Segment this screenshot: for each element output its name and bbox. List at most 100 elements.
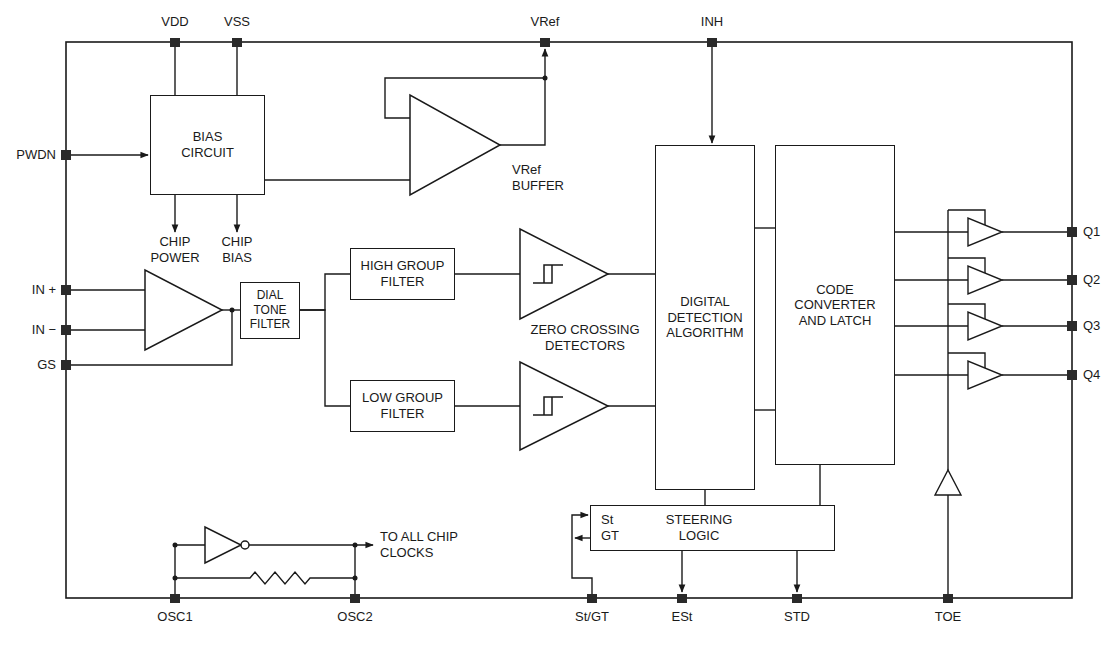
buffer-symbol — [968, 266, 1002, 294]
pin-label: VDD — [161, 14, 188, 30]
pin-label: INH — [701, 14, 723, 30]
text-column: LOW GROUP FILTER — [355, 390, 450, 421]
signal-wire — [71, 47, 1067, 594]
junction-dot — [353, 576, 358, 581]
logic-box: StGT STEERING LOGIC — [590, 505, 835, 551]
pin-label: Q4 — [1083, 367, 1100, 383]
resistor-symbol — [175, 572, 355, 584]
box-text: St — [601, 512, 613, 528]
block-label: VRef BUFFER — [512, 162, 574, 193]
chip-outline — [66, 42, 1072, 598]
text-column: DIAL TONE FILTER — [245, 288, 295, 331]
comparator-symbol — [520, 229, 608, 319]
junction-dot — [173, 576, 178, 581]
pin-label: VSS — [224, 14, 250, 30]
buffer-symbol — [968, 312, 1002, 340]
pin — [792, 594, 802, 603]
junction-dot — [173, 543, 178, 548]
signal-connector — [819, 465, 820, 505]
signal-wire — [455, 273, 520, 274]
box-text: DIAL TONE FILTER — [245, 288, 295, 331]
signal-wire — [354, 545, 355, 594]
inverter-symbol — [205, 527, 249, 563]
hysteresis-symbol — [533, 265, 563, 283]
signal-connector — [300, 274, 350, 310]
pin-label: Q3 — [1083, 318, 1100, 334]
signal-wire — [947, 210, 948, 470]
pin — [1067, 321, 1077, 331]
signal-wire — [175, 545, 205, 594]
pin-label: IN − — [32, 322, 56, 338]
pin — [1067, 370, 1077, 380]
pin — [677, 594, 687, 603]
box-text: DIGITAL DETECTION ALGORITHM — [660, 294, 750, 341]
signal-wire — [608, 405, 655, 406]
junction-dot — [353, 543, 358, 548]
comparator-symbol — [520, 362, 608, 450]
box-text: GT — [601, 528, 619, 544]
signal-wire — [1002, 231, 1067, 232]
pin-label: PWDN — [16, 147, 56, 163]
signal-wire — [572, 515, 592, 594]
pin-label: IN + — [32, 282, 56, 298]
pin-label: TOE — [935, 609, 962, 625]
pin-label: ESt — [672, 609, 693, 625]
junction-dot — [543, 76, 548, 81]
pin — [1067, 275, 1077, 285]
box-text: CODE CONVERTER AND LATCH — [780, 282, 890, 329]
signal-wire — [681, 551, 682, 592]
pin — [61, 325, 71, 335]
signal-connector — [704, 490, 705, 505]
pin — [232, 38, 242, 47]
logic-box: DIGITAL DETECTION ALGORITHM — [655, 145, 755, 490]
pin — [170, 38, 180, 47]
pin-label: Q1 — [1083, 224, 1100, 240]
signal-wire — [895, 279, 968, 280]
hysteresis-symbol — [533, 397, 563, 415]
signal-connector — [755, 409, 775, 410]
signal-wire — [1002, 325, 1067, 326]
signal-wire — [71, 289, 145, 290]
text-column: BIAS CIRCUIT — [173, 129, 243, 160]
signal-wire — [500, 49, 545, 145]
pin — [540, 38, 550, 47]
signal-wire — [895, 374, 968, 375]
resistor-symbol — [175, 572, 355, 584]
buffer-symbol — [968, 218, 1002, 246]
signal-wire — [455, 405, 520, 406]
buffer-symbol — [935, 470, 961, 495]
pin — [943, 594, 953, 603]
signal-wire — [236, 47, 237, 95]
signal-wire — [575, 537, 590, 538]
box-text: LOW GROUP FILTER — [355, 390, 450, 421]
signal-wire — [385, 78, 545, 118]
box-text: STEERING LOGIC — [659, 512, 739, 543]
signal-wire — [1002, 279, 1067, 280]
pin — [61, 285, 71, 295]
signal-connector — [755, 227, 775, 228]
inverter-symbol — [205, 527, 241, 563]
pin — [170, 594, 180, 603]
text-column: HIGH GROUP FILTER — [355, 258, 450, 289]
amplifier-symbol — [410, 95, 500, 195]
signal-wire — [174, 195, 175, 232]
signal-wire — [711, 47, 712, 143]
box-text: BIAS CIRCUIT — [173, 129, 243, 160]
pin-label: VRef — [531, 14, 560, 30]
block-label: ZERO CROSSING DETECTORS — [524, 322, 646, 353]
signal-wire — [265, 179, 410, 180]
signal-wire — [236, 195, 237, 232]
buffer-symbol — [935, 218, 1002, 495]
pin — [61, 38, 1077, 603]
amplifier-symbol — [145, 95, 500, 350]
junction-dot — [173, 76, 548, 581]
signal-label: TO ALL CHIP CLOCKS — [380, 529, 480, 560]
signal-label: CHIP POWER — [147, 234, 203, 265]
pin-label: STD — [784, 609, 810, 625]
signal-wire — [71, 329, 145, 330]
bias-box: BIAS CIRCUIT — [150, 95, 265, 195]
signal-wire — [608, 273, 655, 274]
pin-label: OSC1 — [157, 609, 192, 625]
signal-wire — [1002, 374, 1067, 375]
pin — [61, 150, 71, 160]
